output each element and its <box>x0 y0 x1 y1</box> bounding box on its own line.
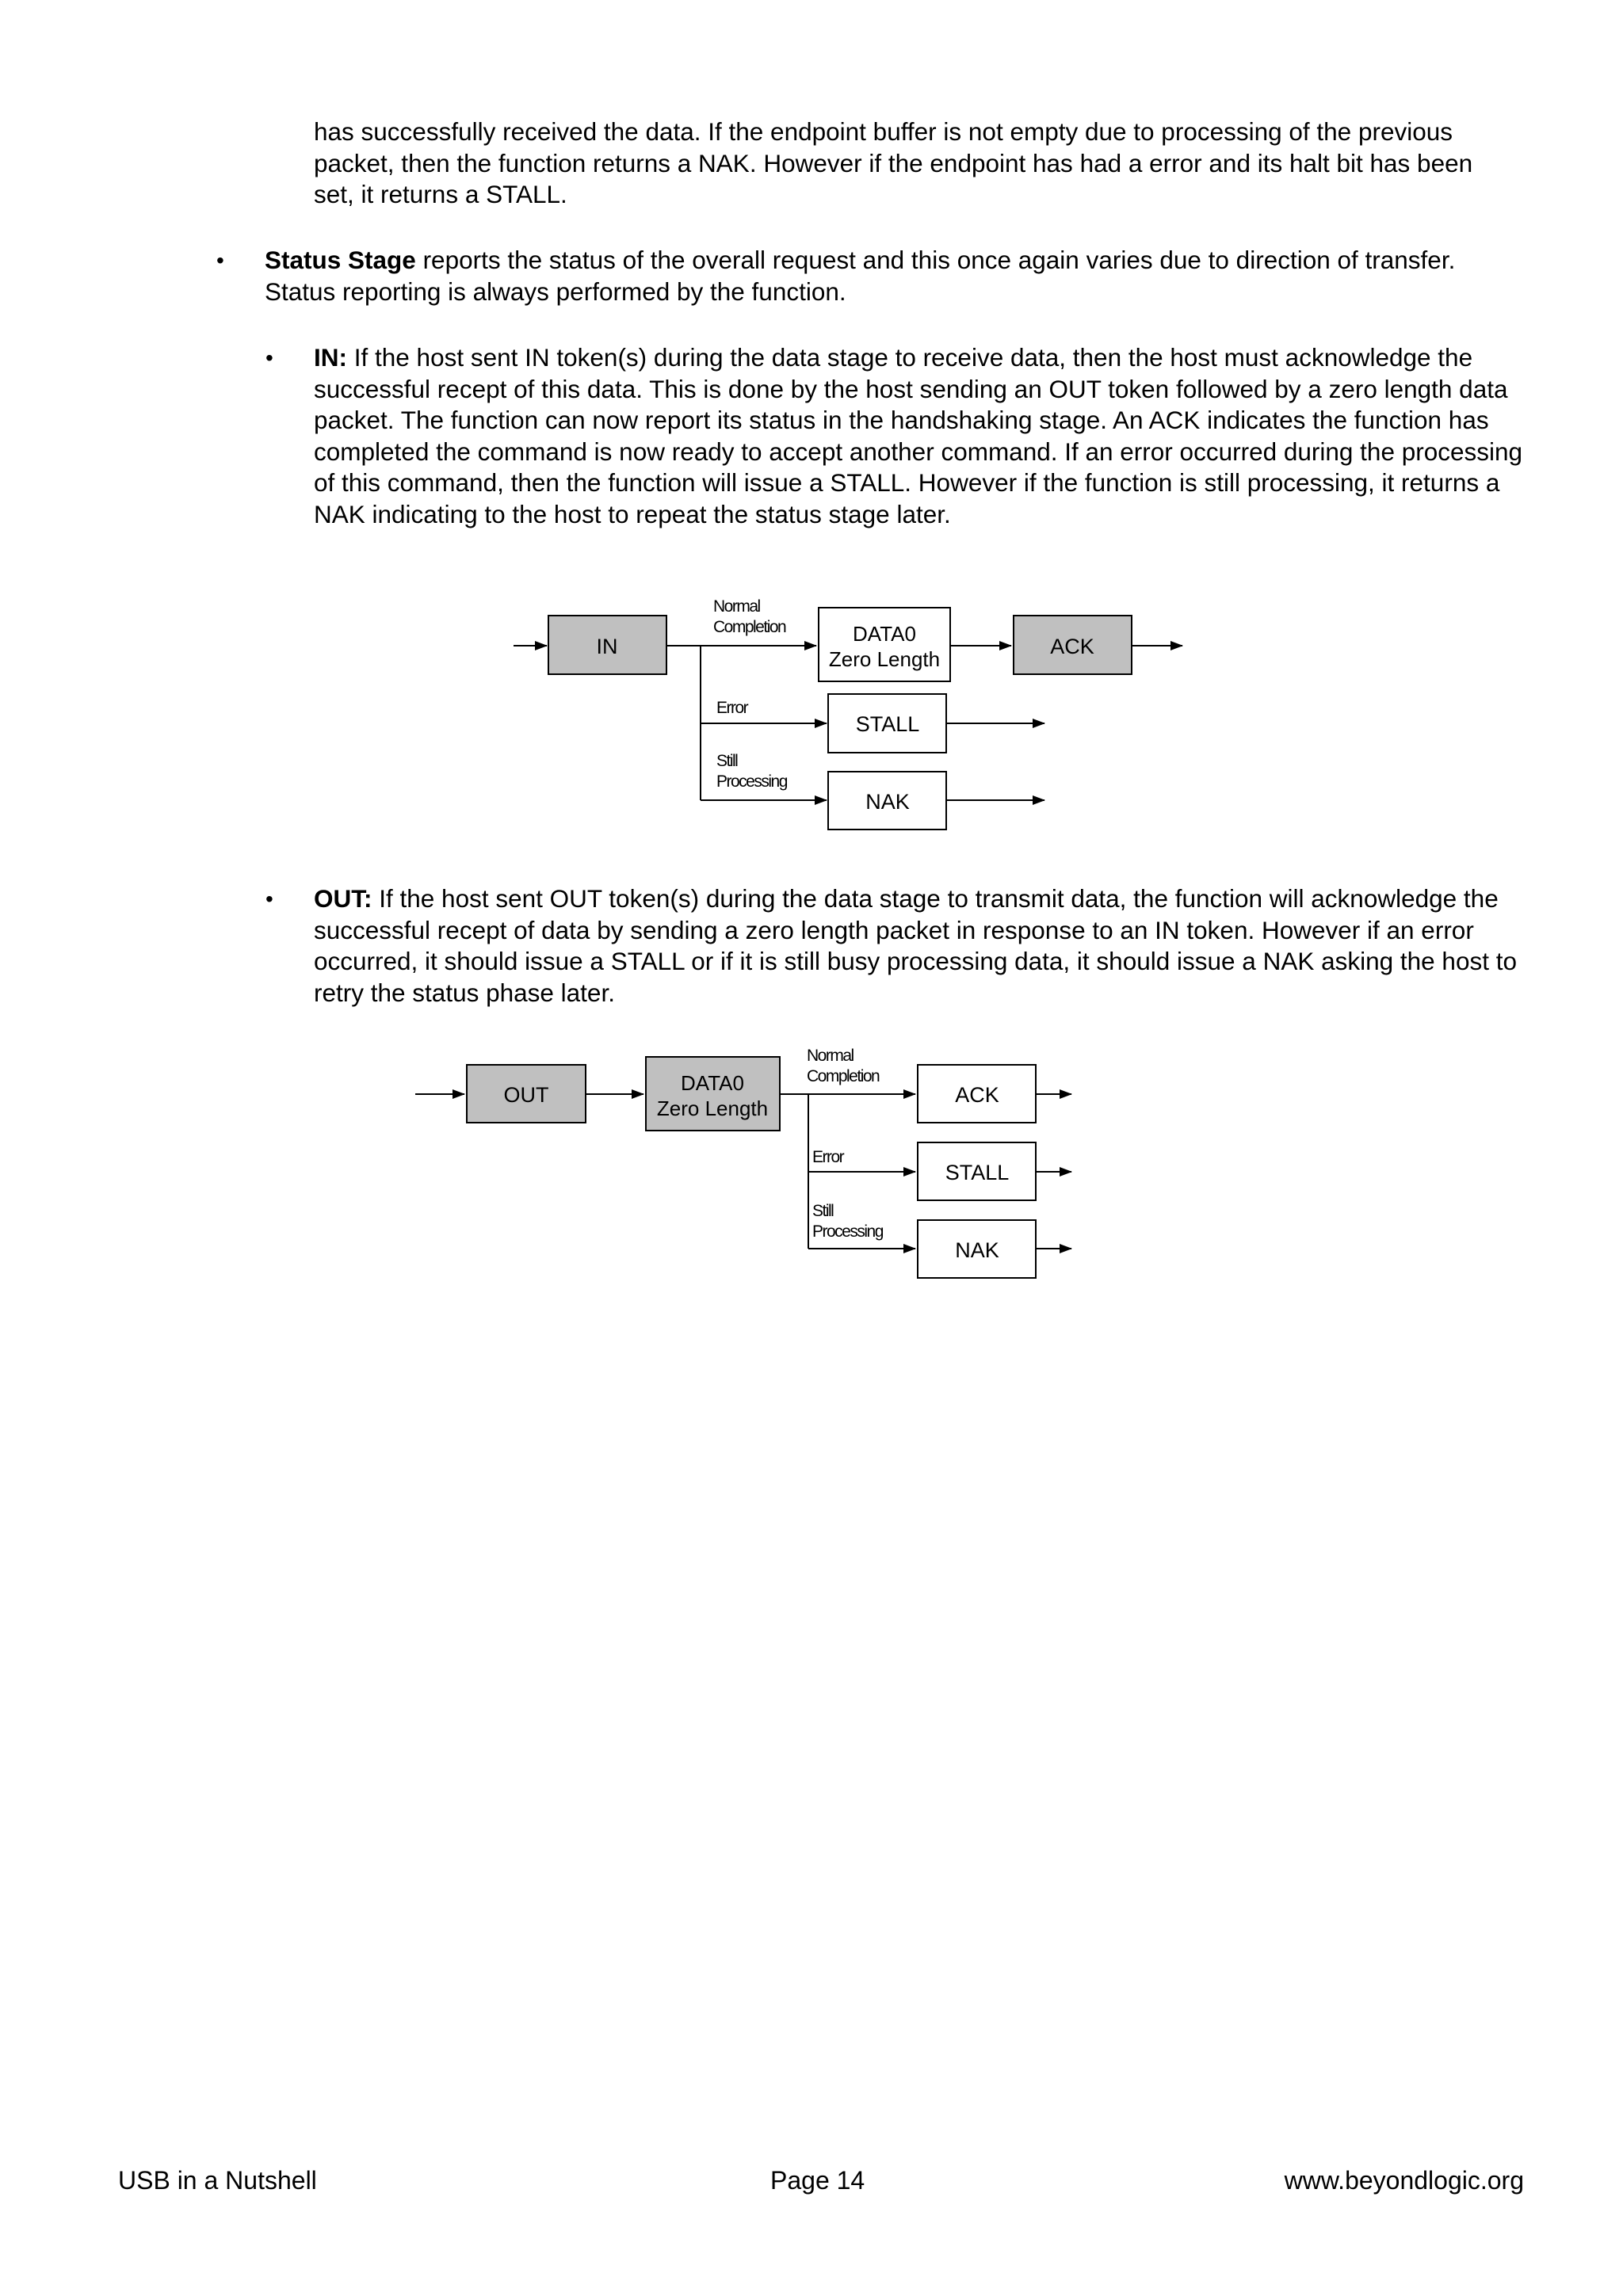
out-title: OUT: <box>314 884 372 913</box>
out-ack-label: ACK <box>955 1083 999 1107</box>
out-token-box <box>466 1064 586 1123</box>
in-normal-label-2: Completion <box>713 618 786 636</box>
in-still-label-2: Processing <box>716 772 788 791</box>
in-still-label-1: Still <box>716 752 738 770</box>
footer-left: USB in a Nutshell <box>118 2166 317 2195</box>
status-stage-title: Status Stage <box>265 246 416 274</box>
out-still-label-1: Still <box>812 1202 834 1220</box>
bullet-in: • <box>265 345 273 370</box>
in-text: If the host sent IN token(s) during the … <box>314 343 1523 528</box>
in-ack-label: ACK <box>1050 635 1094 658</box>
out-nak-label: NAK <box>955 1238 999 1262</box>
in-nak-box <box>827 771 947 830</box>
out-data0-label-1: DATA0 <box>681 1071 744 1095</box>
out-still-label-2: Processing <box>812 1222 884 1241</box>
in-ack-box <box>1013 615 1132 675</box>
status-stage-paragraph: Status Stage reports the status of the o… <box>265 245 1517 307</box>
footer-website: www.beyondlogic.org <box>1284 2166 1524 2195</box>
status-stage-text: reports the status of the overall reques… <box>265 246 1456 306</box>
out-data0-box <box>645 1056 781 1131</box>
out-error-label: Error <box>812 1148 845 1166</box>
in-title: IN: <box>314 343 347 372</box>
in-paragraph: IN: If the host sent IN token(s) during … <box>314 342 1534 531</box>
out-stall-label: STALL <box>945 1161 1010 1184</box>
in-data0-label-1: DATA0 <box>853 622 916 646</box>
out-ack-box <box>917 1064 1037 1123</box>
out-nak-box <box>917 1219 1037 1279</box>
in-stall-label: STALL <box>856 712 920 736</box>
in-data0-box <box>818 607 951 682</box>
in-status-diagram: IN DATA0 Zero Length ACK STALL NAK Norma… <box>514 597 1183 830</box>
out-text: If the host sent OUT token(s) during the… <box>314 884 1517 1007</box>
footer-page-number: Page 14 <box>770 2166 865 2195</box>
intro-paragraph: has successfully received the data. If t… <box>314 117 1473 209</box>
bullet-status-stage: • <box>216 248 224 273</box>
out-status-diagram: OUT DATA0 Zero Length ACK STALL NAK Norm… <box>415 1047 1072 1279</box>
bullet-out: • <box>265 887 273 911</box>
in-stall-box <box>827 693 947 753</box>
out-normal-label-1: Normal <box>807 1047 854 1065</box>
in-token-box <box>548 615 667 675</box>
in-normal-label-1: Normal <box>713 597 761 616</box>
in-nak-label: NAK <box>865 790 910 814</box>
out-normal-label-2: Completion <box>807 1067 880 1085</box>
out-token-label: OUT <box>504 1083 549 1107</box>
out-data0-label-2: Zero Length <box>657 1097 768 1120</box>
in-data0-label-2: Zero Length <box>829 647 940 671</box>
out-paragraph: OUT: If the host sent OUT token(s) durin… <box>314 883 1518 1009</box>
in-token-label: IN <box>597 635 618 658</box>
in-error-label: Error <box>716 699 749 717</box>
out-stall-box <box>917 1142 1037 1201</box>
